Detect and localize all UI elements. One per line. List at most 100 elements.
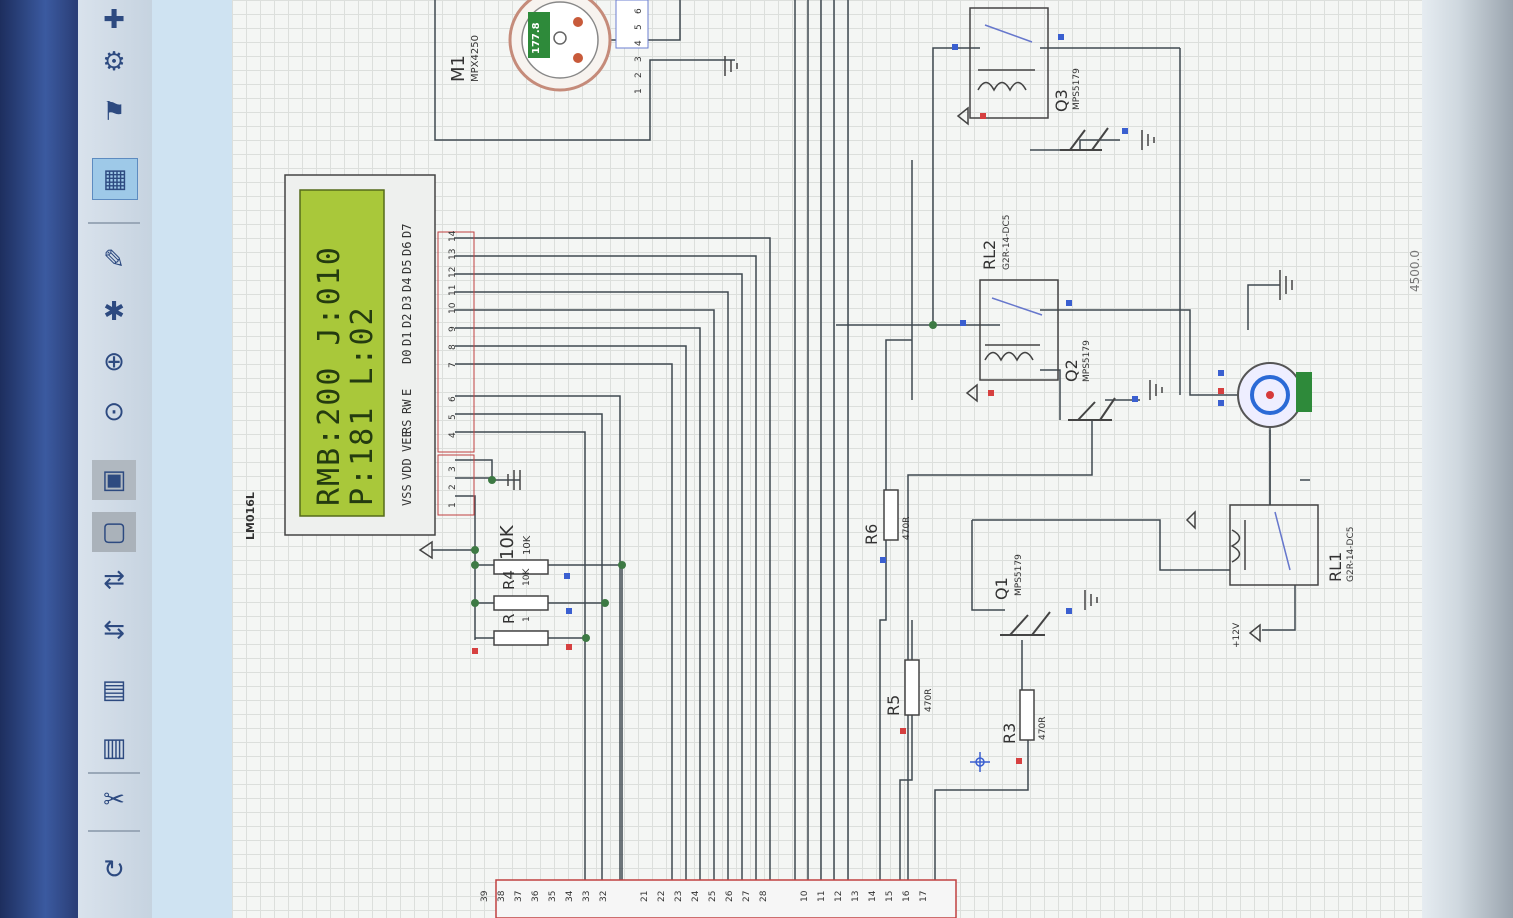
probe-icon[interactable]: ✎ bbox=[103, 245, 125, 275]
mcu-pin: 23 bbox=[674, 890, 684, 902]
lcd-pin-num-10: 10 bbox=[448, 302, 458, 314]
transistor-q3-part: MPS5179 bbox=[1072, 68, 1082, 110]
lcd-pin-d2: D2 bbox=[400, 313, 414, 328]
resistor-r6-value: 470R bbox=[902, 516, 912, 540]
resistor-r5-ref: R5 bbox=[884, 694, 903, 716]
lcd-pin-num-9: 9 bbox=[448, 326, 458, 332]
mcu-pin: 39 bbox=[480, 890, 490, 902]
resistor-r5-value: 470R bbox=[924, 688, 934, 712]
mcu-pin: 15 bbox=[885, 890, 895, 902]
mcu-pin: 37 bbox=[514, 890, 524, 902]
relay-rl2-body bbox=[979, 279, 1059, 381]
mcu-pin: 24 bbox=[691, 890, 701, 902]
add-component-icon[interactable]: ⊕ bbox=[103, 347, 125, 377]
search-tag-icon[interactable]: ⚑ bbox=[102, 97, 126, 127]
lcd-screen bbox=[299, 189, 385, 517]
block-move-icon[interactable]: ⇄ bbox=[103, 565, 125, 595]
resistor-sub-value: 10K bbox=[522, 568, 532, 586]
mcu-pin: 11 bbox=[817, 890, 827, 902]
lcd-line1: RMB:200 J:010 bbox=[312, 245, 347, 506]
screen-edge bbox=[1422, 0, 1513, 918]
side-panel bbox=[152, 0, 233, 918]
design-explorer-icon[interactable]: ▦ bbox=[92, 158, 138, 200]
resistor-r4-body bbox=[493, 559, 549, 575]
block-copy-icon[interactable]: ⇆ bbox=[103, 615, 125, 645]
resistor-r3-body bbox=[1019, 689, 1035, 741]
transistor-q1-ref: Q1 bbox=[992, 577, 1011, 600]
mcu-pin: 33 bbox=[582, 890, 592, 902]
resistor-r4-value-small: 10K bbox=[522, 535, 533, 555]
lcd-pin-num-13: 13 bbox=[448, 248, 458, 260]
lcd-pin-d1: D1 bbox=[400, 331, 414, 346]
lcd-pin-num-7: 7 bbox=[448, 362, 458, 368]
sensor-ref: M1 bbox=[448, 55, 469, 82]
lcd-pin-rs: RS bbox=[400, 419, 414, 434]
paste-icon[interactable]: ▤ bbox=[101, 675, 127, 705]
mcu-pin: 17 bbox=[919, 890, 929, 902]
resistor-r-ref: R bbox=[500, 613, 518, 624]
lcd-pin-num-5: 5 bbox=[448, 414, 458, 420]
resistor-r6-ref: R6 bbox=[862, 523, 881, 545]
coordinate-readout: 4500.0 bbox=[1408, 250, 1422, 292]
lcd-line2: P:181 L:02 bbox=[345, 305, 380, 506]
relay-rl1-ref: RL1 bbox=[1326, 551, 1345, 582]
zoom-icon[interactable]: ⊙ bbox=[103, 397, 125, 427]
cut-icon[interactable]: ✂ bbox=[103, 785, 125, 815]
transistor-q2-part: MPS5179 bbox=[1082, 340, 1092, 382]
transistor-q1-part: MPS5179 bbox=[1014, 554, 1024, 596]
mcu-pin: 12 bbox=[834, 890, 844, 902]
mcu-pin: 14 bbox=[868, 890, 878, 902]
lcd-pin-rw: RW bbox=[400, 399, 414, 414]
mcu-pin: 27 bbox=[742, 890, 752, 902]
mcu-pin: 16 bbox=[902, 890, 912, 902]
lcd-pin-d3: D3 bbox=[400, 295, 414, 310]
virus-bug-icon[interactable]: ✱ bbox=[103, 297, 125, 327]
resistor-r3-value: 470R bbox=[1038, 716, 1048, 740]
mcu-pin: 35 bbox=[548, 890, 558, 902]
sensor-part: MPX4250 bbox=[470, 35, 481, 82]
resistor-r-value: 1 bbox=[522, 616, 532, 622]
lcd-pin-d4: D4 bbox=[400, 277, 414, 292]
resistor-r4-value: 10K bbox=[497, 525, 518, 560]
copy-icon[interactable]: ▥ bbox=[101, 733, 127, 763]
lcd-pin-d5: D5 bbox=[400, 259, 414, 274]
lcd-pin-d7: D7 bbox=[400, 223, 414, 238]
lcd-pin-vss: VSS bbox=[400, 484, 414, 506]
sensor-pin-4: 4 bbox=[634, 40, 644, 46]
relay-rl2-ref: RL2 bbox=[980, 239, 999, 270]
sensor-pin-1: 1 bbox=[634, 88, 644, 94]
schematic-sheet[interactable] bbox=[232, 0, 1422, 918]
sensor-pin-3: 3 bbox=[634, 56, 644, 62]
resistor-r4b-body bbox=[493, 595, 549, 611]
tool-bar: ✚ ⚙ ⚑ ▦ ✎ ✱ ⊕ ⊙ ▣ ▢ ⇄ ⇆ ▤ ▥ ✂ ↻ bbox=[78, 0, 153, 918]
mcu-header bbox=[495, 879, 957, 918]
lcd-pin-num-4: 4 bbox=[448, 432, 458, 438]
lcd-model-label: LM016L bbox=[244, 492, 257, 540]
relay-rl2-part: G2R-14-DC5 bbox=[1002, 214, 1012, 270]
mcu-pin: 32 bbox=[599, 890, 609, 902]
sensor-value: 177.8 bbox=[531, 22, 542, 54]
resistor-r5-body bbox=[904, 659, 920, 716]
sensor-pin-5: 5 bbox=[634, 24, 644, 30]
resistor-r4-ref: R4 bbox=[500, 570, 518, 590]
mcu-pin: 26 bbox=[725, 890, 735, 902]
lcd-pin-num-14: 14 bbox=[448, 230, 458, 242]
lcd-pin-num-6: 6 bbox=[448, 396, 458, 402]
lcd-pin-d0: D0 bbox=[400, 349, 414, 364]
component-mode-icon[interactable]: ✚ bbox=[103, 5, 125, 35]
lcd-pin-d6: D6 bbox=[400, 241, 414, 256]
block-rotate-icon[interactable]: ▢ bbox=[92, 512, 136, 552]
wire-autorouter-icon[interactable]: ⚙ bbox=[102, 47, 126, 77]
lcd-pin-num-2: 2 bbox=[448, 484, 458, 490]
block-delete-icon[interactable]: ▣ bbox=[92, 460, 136, 500]
mcu-pin: 21 bbox=[640, 890, 650, 902]
mcu-pin: 25 bbox=[708, 890, 718, 902]
lcd-pin-vdd: VDD bbox=[400, 458, 414, 480]
lcd-pin-num-3: 3 bbox=[448, 466, 458, 472]
lcd-pin-num-1: 1 bbox=[448, 502, 458, 508]
sensor-pin-6: 6 bbox=[634, 8, 644, 14]
mcu-pin: 38 bbox=[497, 890, 507, 902]
redo-icon[interactable]: ↻ bbox=[103, 855, 125, 885]
lcd-pin-e: E bbox=[400, 388, 414, 396]
